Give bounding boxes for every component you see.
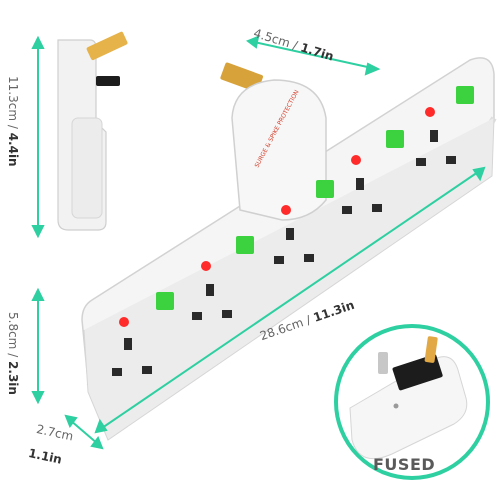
indicator-4 [351, 155, 361, 165]
indicator-5 [425, 107, 435, 117]
fused-label: FUSED [373, 455, 436, 474]
sockets [112, 86, 474, 376]
dim-line-depth [69, 419, 99, 445]
socket-2 [192, 236, 254, 320]
indicator-1 [119, 317, 129, 327]
socket-1 [112, 292, 174, 376]
switch-4[interactable] [386, 130, 404, 148]
switch-1[interactable] [156, 292, 174, 310]
socket-5 [416, 86, 474, 166]
switch-3[interactable] [316, 180, 334, 198]
dim-line-length [101, 171, 479, 429]
side-view-plug [57, 31, 128, 231]
plug-head: SURGE & SPIKE PROTECTION [220, 62, 327, 221]
label-height-plug: 11.3cm / 4.4in [6, 76, 20, 167]
dim-line-plug-width [253, 41, 373, 69]
indicator-3 [281, 205, 291, 215]
switch-5[interactable] [456, 86, 474, 104]
switch-2[interactable] [236, 236, 254, 254]
fused-inset [334, 324, 490, 480]
indicator-2 [201, 261, 211, 271]
socket-3 [274, 180, 334, 264]
socket-4 [342, 130, 404, 214]
dimension-lines [31, 35, 486, 450]
label-body-height: 5.8cm / 2.3in [6, 312, 20, 395]
